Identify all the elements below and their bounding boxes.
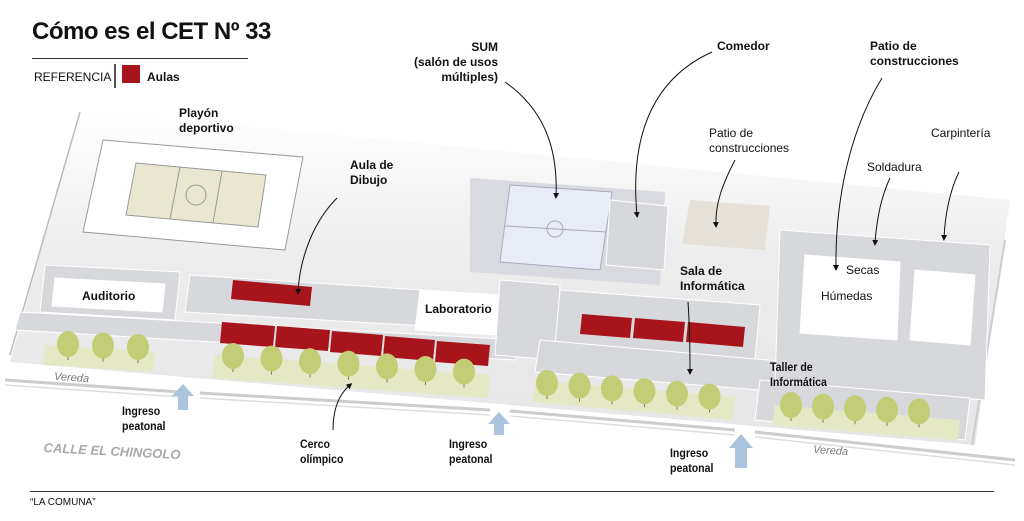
tree-icon <box>876 396 898 426</box>
tree-icon <box>536 370 558 399</box>
tree-icon <box>57 331 79 360</box>
aula <box>580 314 632 338</box>
label-line: peatonal <box>122 419 166 433</box>
label-carpinteria: Carpintería <box>931 126 991 140</box>
label-laboratorio: Laboratorio <box>425 302 492 316</box>
tree-icon <box>299 348 321 378</box>
page-title: Cómo es el CET Nº 33 <box>32 18 271 45</box>
aula <box>686 322 745 347</box>
label-sum: SUM (salón de usos múltiples) <box>410 40 498 85</box>
label-line: Ingreso <box>670 446 709 460</box>
legend-aulas-swatch <box>122 65 140 83</box>
label-line: SUM <box>471 40 498 54</box>
label-line: Sala de <box>680 264 723 278</box>
label-soldadura: Soldadura <box>867 160 922 174</box>
aula <box>435 341 490 366</box>
label-line: Taller de <box>770 360 813 374</box>
aula <box>275 326 330 351</box>
label-ingreso-3: Ingreso peatonal <box>670 446 713 476</box>
label-patio-construcciones-plain: Patio de construcciones <box>709 126 789 156</box>
trees <box>57 331 930 428</box>
label-auditorio: Auditorio <box>82 289 136 303</box>
label-line: olímpico <box>300 452 344 466</box>
legend-aulas-label: Aulas <box>147 70 180 84</box>
legend-label: REFERENCIA <box>34 70 112 84</box>
aulas <box>220 280 745 366</box>
label-vereda-left: Vereda <box>53 370 90 386</box>
sports-court <box>82 139 304 251</box>
label-aula-dibujo: Aula de Dibujo <box>350 158 393 188</box>
label-line: Informática <box>770 375 827 389</box>
label-comedor: Comedor <box>717 39 770 53</box>
label-taller-informatica: Taller de Informática <box>770 360 827 390</box>
tree-icon <box>453 358 475 388</box>
tree-icon <box>633 378 656 408</box>
label-cerco-olimpico: Cerco olímpico <box>300 437 343 467</box>
tree-icon <box>908 398 930 428</box>
aula <box>633 318 685 342</box>
title-divider <box>32 58 248 59</box>
label-line: Patio de <box>870 39 917 53</box>
tree-icon <box>127 334 149 363</box>
tree-icon <box>844 395 866 425</box>
tree-icon <box>92 332 114 362</box>
tree-icon <box>568 372 591 402</box>
tree-icon <box>337 350 360 380</box>
label-sala-informatica: Sala de Informática <box>680 264 745 294</box>
label-line: construcciones <box>870 54 959 68</box>
tree-icon <box>260 345 283 375</box>
label-line: construcciones <box>709 141 790 155</box>
patio-construcciones-area <box>682 200 770 250</box>
tree-icon <box>601 375 623 405</box>
tree-icon <box>698 383 721 413</box>
label-line: peatonal <box>670 461 714 475</box>
label-line: Ingreso <box>449 437 488 451</box>
tree-icon <box>780 392 802 421</box>
label-line: Patio de <box>709 126 754 140</box>
label-line: (salón de usos <box>413 55 498 69</box>
label-line: Ingreso <box>122 404 161 418</box>
label-line: Aula de <box>350 158 394 172</box>
label-line: Dibujo <box>350 173 388 187</box>
label-ingreso-1: Ingreso peatonal <box>122 404 165 434</box>
label-line: Cerco <box>300 437 330 451</box>
label-patio-construcciones: Patio de construcciones <box>870 39 959 69</box>
label-line: Informática <box>680 279 745 293</box>
credit: “LA COMUNA” <box>30 497 96 508</box>
aula <box>220 322 275 347</box>
label-line: peatonal <box>449 452 493 466</box>
label-secas: Secas <box>846 263 880 277</box>
label-line: múltiples) <box>441 70 498 84</box>
label-playon: Playón deportivo <box>179 106 234 136</box>
tree-icon <box>414 356 437 385</box>
legend-divider <box>114 64 116 88</box>
tree-icon <box>222 343 244 372</box>
label-ingreso-2: Ingreso peatonal <box>449 437 492 467</box>
label-line: Playón <box>179 106 219 120</box>
buildings <box>14 199 991 441</box>
tree-icon <box>666 380 688 410</box>
leader-lines <box>295 51 960 431</box>
tree-icon <box>812 393 834 423</box>
label-humedas: Húmedas <box>821 289 873 303</box>
aula <box>383 336 435 361</box>
label-vereda-right: Vereda <box>812 443 849 459</box>
aula <box>330 331 383 356</box>
footer-divider <box>30 491 994 492</box>
tree-icon <box>376 353 398 383</box>
aula <box>231 280 312 306</box>
entrance-arrows <box>172 384 753 468</box>
label-line: deportivo <box>179 121 234 135</box>
